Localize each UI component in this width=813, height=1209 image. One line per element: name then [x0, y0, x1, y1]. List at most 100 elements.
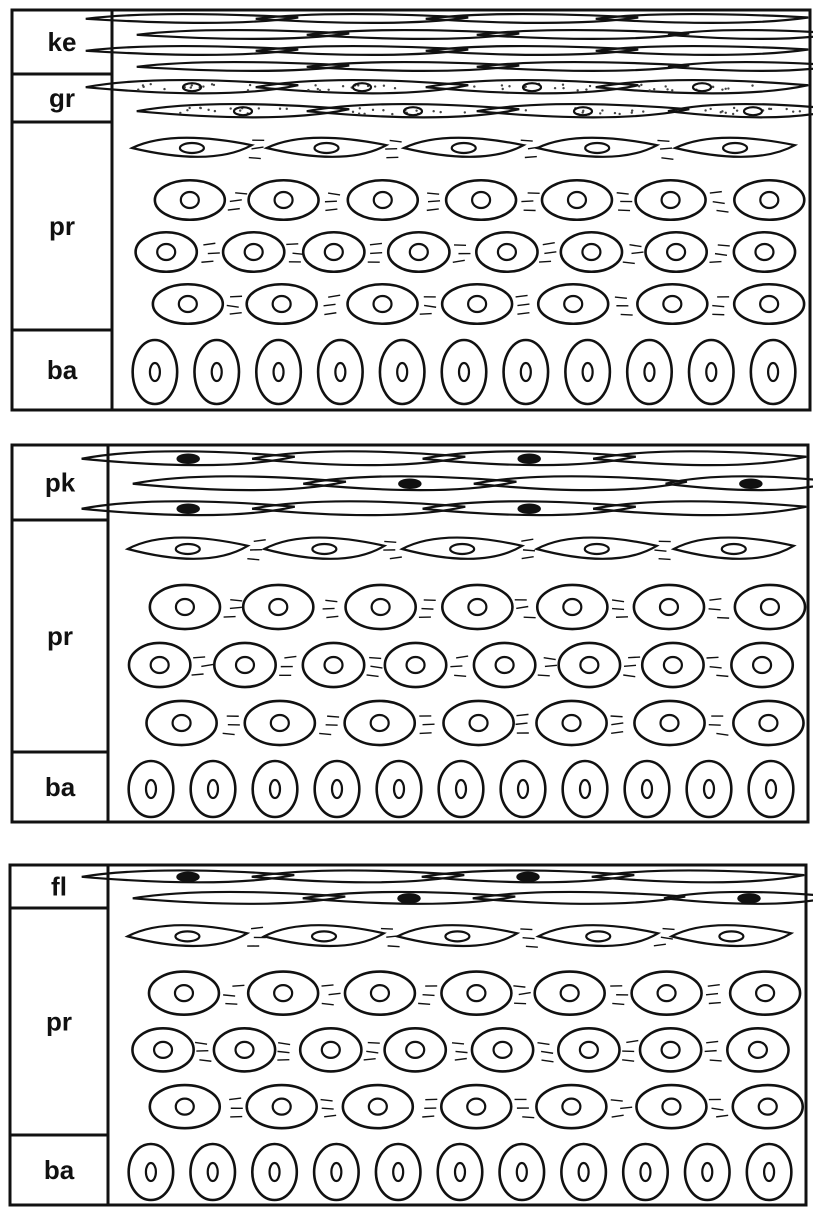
- basal-cell: [253, 761, 298, 817]
- intercellular-bridge: [716, 1115, 728, 1117]
- prickle-cell: [345, 972, 415, 1015]
- prickle-nucleus: [662, 192, 680, 208]
- intercellular-bridge: [369, 658, 381, 659]
- basal-cell: [565, 340, 610, 404]
- intercellular-bridge: [455, 1059, 467, 1061]
- prickle-cell: [561, 232, 622, 272]
- intercellular-bridge: [709, 262, 721, 263]
- prickle-cell: [558, 1028, 619, 1071]
- intercellular-bridge: [623, 262, 635, 263]
- keratohyalin-granule: [137, 89, 139, 91]
- prickle-cell: [636, 180, 706, 220]
- prickle-nucleus: [585, 143, 609, 153]
- prickle-cell: [345, 701, 415, 745]
- prickle-cell: [388, 232, 449, 272]
- keratohyalin-granule: [258, 107, 260, 109]
- keratohyalin-granule: [372, 109, 374, 111]
- intercellular-bridge: [381, 929, 393, 930]
- prickle-nucleus: [494, 1042, 512, 1058]
- basal-nucleus: [764, 1163, 774, 1181]
- intercellular-bridge: [324, 313, 336, 315]
- intercellular-bridge: [716, 210, 728, 212]
- intercellular-bridge: [228, 209, 240, 210]
- pyknotic-nucleus: [518, 454, 540, 463]
- intercellular-bridge: [367, 675, 379, 677]
- intercellular-bridge: [251, 927, 263, 928]
- prickle-nucleus: [498, 244, 516, 260]
- intercellular-bridge: [192, 674, 204, 675]
- intercellular-bridge: [623, 675, 635, 677]
- keratohyalin-granule: [229, 107, 231, 109]
- basal-cell: [315, 761, 360, 817]
- keratohyalin-granule: [319, 89, 321, 91]
- intercellular-bridge: [427, 209, 439, 210]
- keratohyalin-granule: [704, 109, 706, 111]
- intercellular-bridge: [544, 252, 556, 254]
- prickle-nucleus: [452, 143, 476, 153]
- keratohyalin-granule: [279, 108, 281, 110]
- prickle-nucleus: [445, 931, 469, 941]
- prickle-nucleus: [564, 296, 582, 312]
- keratohyalin-granule: [391, 113, 393, 115]
- prickle-cell: [248, 972, 318, 1015]
- prickle-nucleus: [369, 1099, 387, 1115]
- intercellular-bridge: [657, 140, 669, 141]
- prickle-nucleus: [154, 1042, 172, 1058]
- prickle-nucleus: [176, 1099, 194, 1115]
- prickle-nucleus: [274, 985, 292, 1001]
- intercellular-bridge: [611, 716, 623, 717]
- intercellular-bridge: [710, 192, 722, 193]
- intercellular-bridge: [322, 1003, 334, 1004]
- prickle-cell: [446, 180, 516, 220]
- intercellular-bridge: [612, 609, 624, 610]
- intercellular-bridge: [521, 201, 533, 202]
- prickle-cell: [731, 643, 792, 687]
- intercellular-bridge: [706, 994, 718, 995]
- basal-nucleus: [768, 363, 778, 381]
- basal-cell: [256, 340, 301, 404]
- intercellular-bridge: [278, 1043, 290, 1045]
- basal-cell: [500, 1144, 545, 1200]
- intercellular-bridge: [252, 147, 264, 149]
- basal-nucleus: [332, 780, 342, 798]
- prickle-cell: [559, 643, 620, 687]
- layer-label-fl: fl: [51, 872, 67, 902]
- prickle-cell: [645, 232, 706, 272]
- intercellular-bridge: [232, 985, 244, 986]
- basal-nucleus: [642, 780, 652, 798]
- basal-cell: [749, 761, 794, 817]
- intercellular-bridge: [223, 733, 235, 734]
- keratohyalin-granule: [631, 109, 633, 111]
- basal-cell: [129, 1144, 174, 1200]
- keratohyalin-granule: [770, 108, 772, 110]
- prickle-nucleus: [759, 1099, 777, 1115]
- intercellular-bridge: [519, 993, 531, 995]
- intercellular-bridge: [709, 609, 721, 610]
- prickle-nucleus: [664, 657, 682, 673]
- intercellular-bridge: [319, 733, 331, 734]
- prickle-cell: [634, 701, 704, 745]
- prickle-nucleus: [467, 1099, 485, 1115]
- keratohyalin-granule: [508, 85, 510, 87]
- prickle-nucleus: [470, 715, 488, 731]
- prickle-cell: [385, 1028, 446, 1071]
- prickle-nucleus: [667, 244, 685, 260]
- prickle-cell: [441, 1085, 511, 1128]
- intercellular-bridge: [427, 193, 439, 194]
- keratohyalin-granule: [383, 85, 385, 87]
- prickle-cell: [247, 1085, 317, 1128]
- intercellular-bridge: [225, 1004, 237, 1005]
- intercellular-bridge: [523, 550, 535, 551]
- prickle-nucleus: [180, 143, 204, 153]
- keratohyalin-granule: [725, 112, 727, 114]
- intercellular-bridge: [199, 1060, 211, 1061]
- prickle-cell: [734, 180, 804, 220]
- prickle-nucleus: [753, 657, 771, 673]
- basal-cell: [133, 340, 178, 404]
- intercellular-bridge: [456, 656, 468, 658]
- prickle-cell: [385, 643, 446, 687]
- prickle-cell-flattened: [538, 925, 658, 946]
- intercellular-bridge: [227, 305, 239, 307]
- intercellular-bridge: [526, 946, 538, 947]
- intercellular-bridge: [545, 665, 557, 666]
